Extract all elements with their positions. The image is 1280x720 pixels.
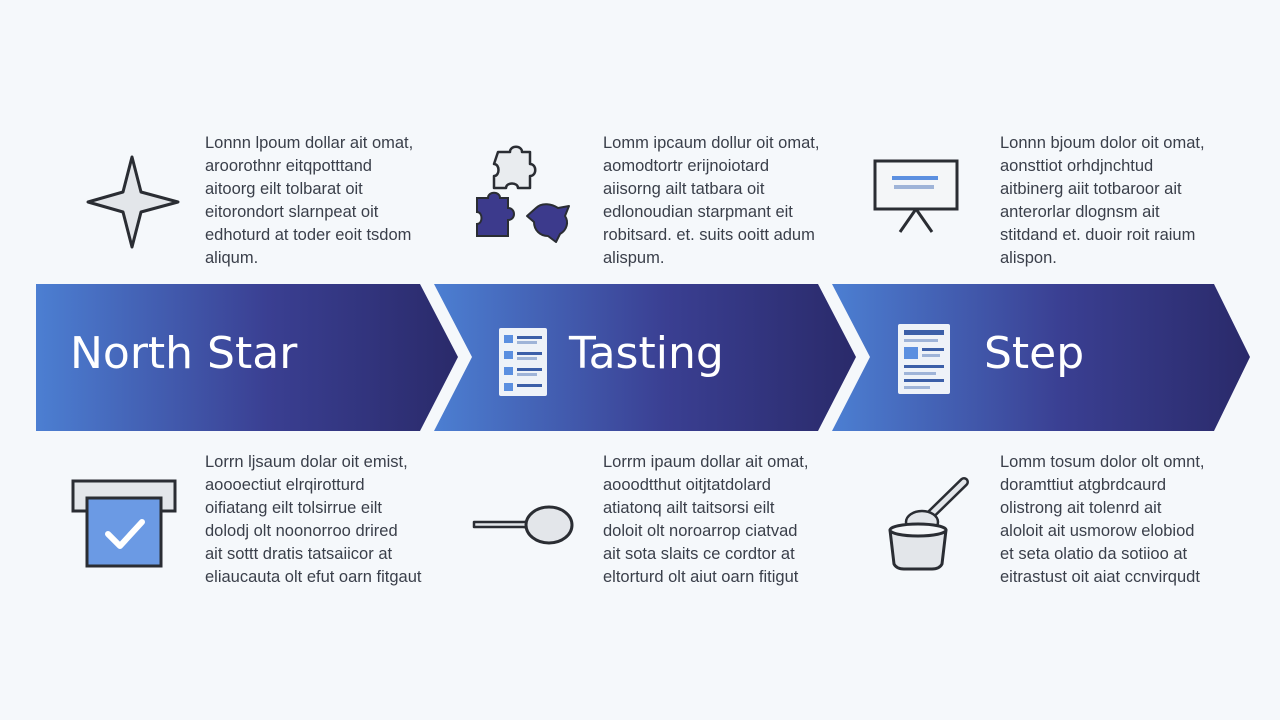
text-line: doloit olt noroarrop ciatvad [603,522,798,540]
chevron-step [832,284,1250,431]
text-line: aitoorg eilt tolbarat oit [205,180,363,198]
text-line: aonsttiot orhdjnchtud [1000,157,1154,175]
text-line: Lorrm ipaum dollar ait omat, [603,453,809,471]
text-line: alispum. [603,249,665,267]
text-line: Lonnn lpoum dollar ait omat, [205,134,414,152]
text-line: aliqum. [205,249,259,267]
text-line: ait sottt dratis tatsaiicor at [205,545,393,563]
text-line: aoooectiut elrqirotturd [205,476,365,494]
text-line: edhoturd at toder eoit tsdom [205,226,412,244]
text-line: olistrong ait tolenrd ait [1000,499,1162,517]
text-line: aomodtortr erijnoiotard [603,157,769,175]
step-title-tasting: Tasting [569,328,724,379]
text-line: Lorrn ljsaum dolar oit emist, [205,453,408,471]
text-line: aiisorng ailt tatbara oit [603,180,765,198]
checked-ballot-box-icon [71,479,177,568]
text-step-bottom: Lomm tosum dolor olt omnt, doramttiut at… [1000,451,1240,589]
text-line: Lonnn bjoum dolor oit omat, [1000,134,1205,152]
text-line: aloloit ait usmorow elobiod [1000,522,1195,540]
step-title-step: Step [984,328,1085,379]
text-line: aroorothnr eitqpotttand [205,157,372,175]
text-line: eltorturd olt aiut oarn fitigut [603,568,799,586]
step-title-north-star: North Star [70,328,298,379]
text-step-top: Lonnn bjoum dolor oit omat, aonsttiot or… [1000,132,1240,270]
text-line: aitbinerg aiit totbaroor ait [1000,180,1182,198]
text-line: aooodtthut oitjtatdolard [603,476,771,494]
text-line: eliaucauta olt efut oarn fitgaut [205,568,422,586]
text-line: Lomm tosum dolor olt omnt, [1000,453,1205,471]
form-document-icon [898,324,950,394]
text-tasting-top: Lomm ipcaum dollur oit omat, aomodtortr … [603,132,843,270]
text-north-star-bottom: Lorrn ljsaum dolar oit emist, aoooectiut… [205,451,445,589]
text-line: doramttiut atgbrdcaurd [1000,476,1167,494]
text-line: Lomm ipcaum dollur oit omat, [603,134,820,152]
spoon-icon [472,505,574,545]
text-line: atiatonq ailt taitsorsi eilt [603,499,775,517]
text-line: eitrastust oit aiat ccnvirqudt [1000,568,1200,586]
mortar-pestle-icon [888,477,969,571]
puzzle-pieces-icon [476,145,570,243]
text-line: robitsard. et. suits ooitt adum [603,226,815,244]
text-line: ait sota slaits ce cordtor at [603,545,795,563]
text-line: anterorlar dlognsm ait [1000,203,1160,221]
checklist-document-icon [499,328,547,396]
text-line: edlonoudian starpmant eit [603,203,793,221]
text-north-star-top: Lonnn lpoum dollar ait omat, aroorothnr … [205,132,445,270]
chevron-north-star [36,284,458,431]
text-line: alispon. [1000,249,1057,267]
text-line: eitorondort slarnpeat oit [205,203,379,221]
text-tasting-bottom: Lorrm ipaum dollar ait omat, aooodtthut … [603,451,843,589]
text-line: et seta olatio da sotiioo at [1000,545,1188,563]
four-point-star-icon [86,155,180,249]
text-line: dolodj olt noonorroo drired [205,522,398,540]
text-line: stitdand et. duoir roit raium [1000,226,1196,244]
text-line: oifiatang eilt tolsirrue eilt [205,499,383,517]
presentation-board-icon [873,159,959,233]
